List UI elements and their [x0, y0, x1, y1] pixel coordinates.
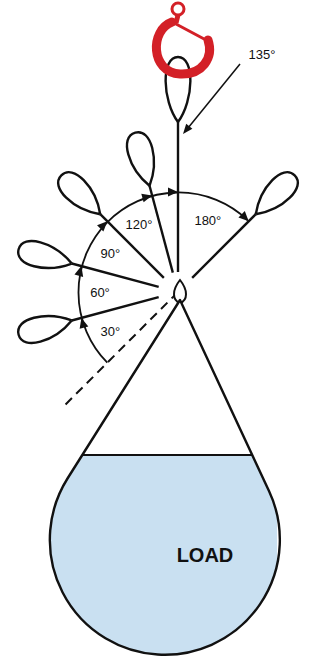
angle-label: 120°	[125, 217, 154, 232]
arrowhead	[168, 188, 178, 197]
sling-leg	[100, 214, 164, 278]
sling	[15, 237, 161, 298]
arc-arrow	[168, 188, 178, 197]
load-label: LOAD	[175, 544, 236, 567]
angle-label: 180°	[193, 212, 222, 227]
angle-label-anchor: 135°	[248, 47, 277, 62]
arrowhead	[97, 218, 110, 231]
angle-label-anchor: 180°	[193, 212, 222, 227]
angle-label-anchor: 120°	[125, 217, 154, 232]
sling-eye	[123, 129, 161, 189]
sling	[15, 285, 161, 346]
leader-line	[188, 64, 240, 128]
angle-label-anchor: 30°	[100, 324, 122, 339]
angle-label: 30°	[100, 324, 122, 339]
liquid-fill	[45, 455, 277, 661]
hook-latch	[176, 24, 206, 40]
arrowhead	[180, 124, 193, 137]
crane-hook	[156, 3, 209, 74]
angle-label: 60°	[89, 285, 111, 300]
sling-eye	[15, 309, 75, 347]
hook-body	[156, 22, 209, 74]
load-shape: LOAD	[45, 278, 277, 658]
sling	[123, 129, 184, 275]
arc-arrow	[238, 211, 251, 224]
angle-label-anchor: 90°	[100, 246, 122, 261]
leader-arrow	[180, 124, 193, 137]
arc-arrow	[97, 218, 110, 231]
angle-label: 135°	[248, 47, 277, 62]
angle-label: 90°	[100, 246, 122, 261]
sling	[166, 57, 191, 272]
load-body	[45, 300, 280, 661]
load-border	[50, 300, 280, 655]
sling-eye	[53, 167, 109, 223]
angle-label-anchor: 60°	[89, 285, 111, 300]
arrowhead	[238, 211, 251, 224]
sling	[53, 167, 173, 287]
sling-leg	[177, 122, 179, 272]
sling-leg	[72, 297, 159, 320]
sling-eye	[15, 237, 75, 275]
sling	[183, 167, 303, 287]
sling-eye	[247, 167, 303, 223]
sling-leg	[72, 264, 159, 287]
load-outline	[45, 278, 277, 658]
liquid-line	[45, 454, 277, 456]
hook-eye	[172, 3, 184, 15]
